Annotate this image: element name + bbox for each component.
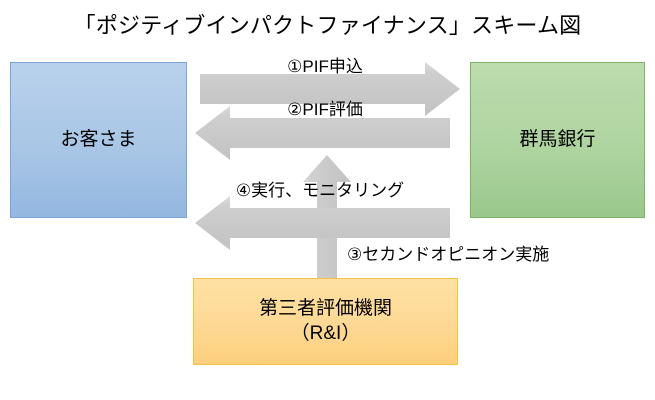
arrow-label-second-opinion: ③セカンドオピニオン実施 xyxy=(347,245,550,264)
arrow-label-pif-evaluation: ②PIF評価 xyxy=(287,100,363,119)
arrow-pif-evaluation xyxy=(195,106,450,160)
node-third-party-label-line1: 第三者評価機関 xyxy=(258,298,392,320)
arrow-label-execution-monitoring: ④実行、モニタリング xyxy=(235,181,405,200)
arrow-execution-monitoring xyxy=(195,196,450,250)
node-third-party[interactable]: 第三者評価機関 （R&I） xyxy=(193,278,458,365)
node-customer-label: お客さま xyxy=(60,128,137,150)
node-third-party-label-line2: （R&I） xyxy=(290,322,361,344)
node-bank[interactable]: 群馬銀行 xyxy=(470,62,645,218)
node-bank-label: 群馬銀行 xyxy=(519,128,596,150)
page-title: 「ポジティブインパクトファイナンス」スキーム図 xyxy=(73,13,582,38)
arrow-label-pif-application: ①PIF申込 xyxy=(287,57,363,76)
arrow-pif-application xyxy=(200,62,460,116)
node-customer[interactable]: お客さま xyxy=(10,62,187,218)
